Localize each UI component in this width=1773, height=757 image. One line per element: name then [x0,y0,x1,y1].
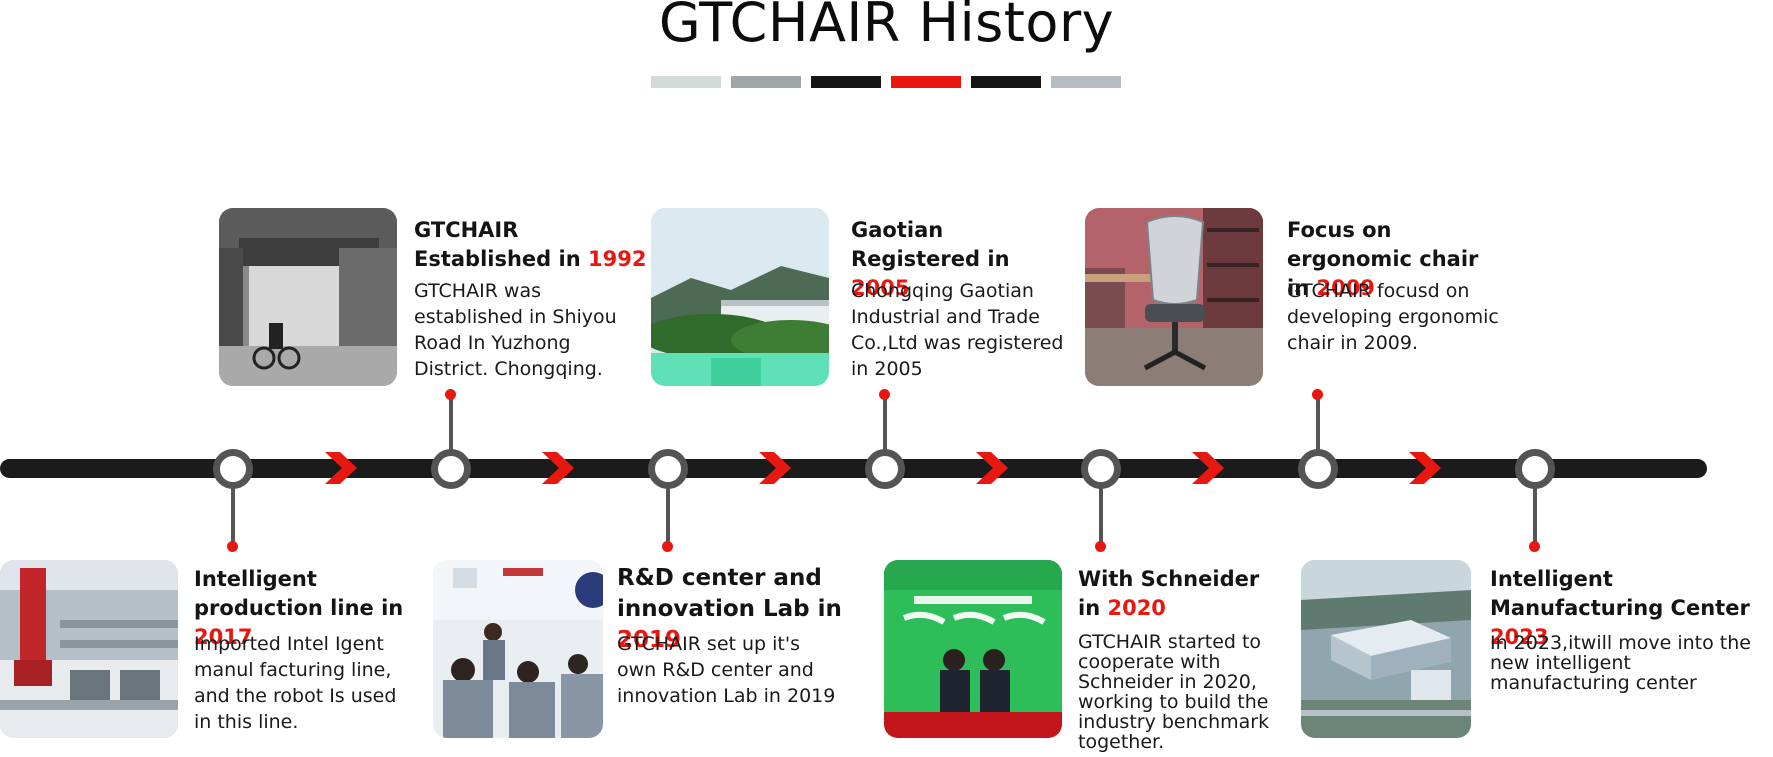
connector-dot [1529,541,1540,552]
swatch [1051,76,1121,88]
event-heading-text: With Schneider in [1078,567,1260,620]
event-heading-text: Gaotian Registered in [851,218,1010,271]
connector-stem [1533,486,1537,542]
event-description: Imported Intel Igent manul facturing lin… [194,633,397,733]
photo-ergonomic-chair [1085,208,1263,386]
event-year: 2005 [851,276,910,300]
timeline-node [1081,449,1121,489]
swatch [651,76,721,88]
connector-stem [883,394,887,450]
connector-stem [1316,394,1320,450]
photo-production-line [0,560,178,738]
swatch [891,76,961,88]
event-heading: R&D center and innovation Lab in 2019 [617,563,887,656]
connector-stem [1099,486,1103,542]
event-heading: Intelligent Manufacturing Center 2023 [1490,565,1772,652]
chevron-right-icon [976,452,1008,484]
photo-old-factory-gate [219,208,397,386]
connector-dot [662,541,673,552]
chevron-right-icon [542,452,574,484]
chevron-right-icon [1409,452,1441,484]
event-heading: Focus on ergonomic chair in 2009 [1287,216,1507,303]
connector-dot [227,541,238,552]
swatch [731,76,801,88]
swatch [971,76,1041,88]
chevron-right-icon [759,452,791,484]
swatch [811,76,881,88]
event-description: GTCHAIR set up it's own R&D center and i… [617,633,836,707]
connector-dot [1095,541,1106,552]
connector-stem [231,486,235,542]
timeline-node [1298,449,1338,489]
event-description: In 2023,itwill move into the new intelli… [1490,632,1751,694]
timeline-node [1515,449,1555,489]
timeline-node [431,449,471,489]
photo-green-hills-building [651,208,829,386]
timeline-track [0,459,1707,478]
event-year: 2009 [1316,276,1375,300]
event-heading-text: R&D center and innovation Lab in [617,565,842,622]
event-description: GTCHAIR focusd on developing ergonomic c… [1287,280,1499,354]
connector-dot [445,389,456,400]
event-description: GTCHAIR started to cooperate with Schnei… [1078,631,1270,753]
event-heading: Gaotian Registered in 2005 [851,216,1071,303]
event-year: 2023 [1490,625,1549,649]
photo-manufacturing-center [1301,560,1471,738]
event-heading-text: GTCHAIR Established in [414,218,588,271]
event-year: 2020 [1107,596,1166,620]
connector-dot [1312,389,1323,400]
event-heading: Intelligent production line in 2017 [194,565,434,652]
event-heading: GTCHAIR Established in 1992 [414,216,654,274]
connector-stem [666,486,670,542]
event-year: 1992 [587,247,647,271]
photo-schneider-signing [884,560,1062,738]
event-heading-text: Focus on ergonomic chair in [1287,218,1479,300]
timeline-node [648,449,688,489]
chevron-right-icon [325,452,357,484]
timeline-node [213,449,253,489]
timeline-node [865,449,905,489]
page-title: GTCHAIR History [658,0,1115,54]
event-description: GTCHAIR was established in Shiyou Road I… [414,280,617,380]
chevron-right-icon [1192,452,1224,484]
connector-stem [449,394,453,450]
event-year: 2017 [194,625,253,649]
event-year: 2019 [617,627,682,653]
photo-rd-meeting [433,560,603,738]
event-heading-text: Intelligent Manufacturing Center [1490,567,1750,620]
event-description: Chongqing Gaotian Industrial and Trade C… [851,280,1064,380]
connector-dot [879,389,890,400]
event-heading-text: Intelligent production line in [194,567,404,620]
event-heading: With Schneider in 2020 [1078,565,1278,623]
